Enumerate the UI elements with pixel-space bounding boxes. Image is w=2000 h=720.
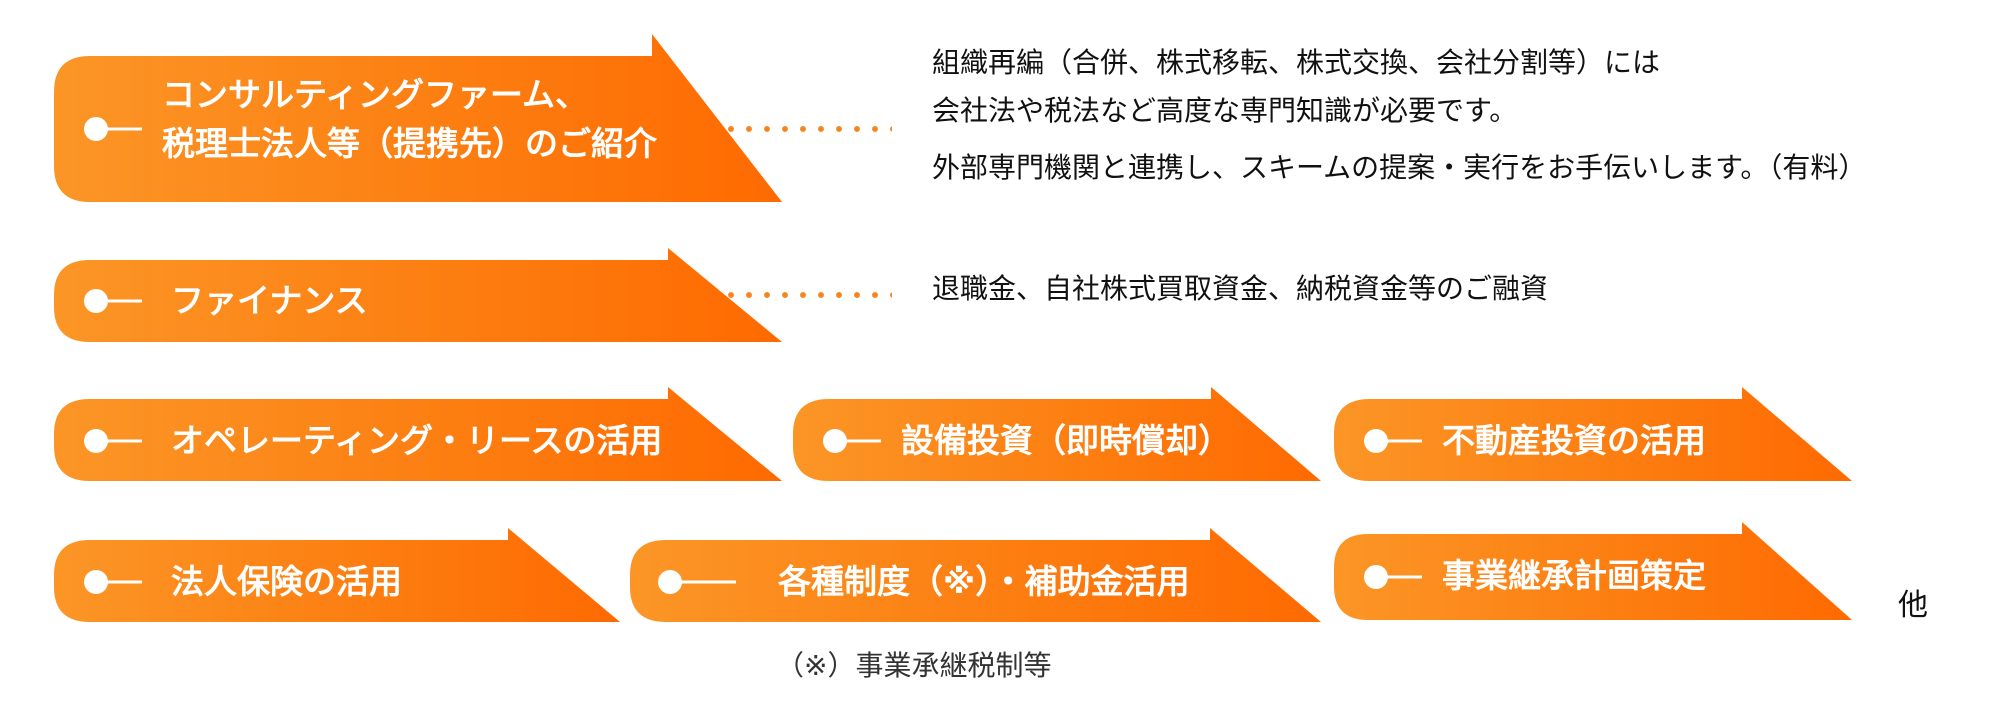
- description-consulting-line1: 組織再編（合併、株式移転、株式交換、会社分割等）には: [932, 46, 1661, 79]
- service-pill-succession-plan[interactable]: 事業継承計画策定: [1334, 522, 1854, 622]
- pill-shape: [793, 387, 1321, 481]
- service-label-consulting-line1: コンサルティングファーム、: [162, 75, 589, 114]
- pill-shape: [54, 528, 620, 622]
- pill-shape: [630, 528, 1321, 622]
- service-pill-real-estate[interactable]: 不動産投資の活用: [1334, 387, 1854, 483]
- service-pill-operating-lease[interactable]: オペレーティング・リースの活用: [54, 387, 784, 483]
- pill-shape: [54, 248, 782, 342]
- other-label: 他: [1898, 588, 1928, 623]
- service-label-consulting-line2: 税理士法人等（提携先）のご紹介: [162, 124, 657, 163]
- service-label-corporate-insurance: 法人保険の活用: [171, 562, 402, 601]
- service-label-finance: ファイナンス: [171, 281, 368, 320]
- service-label-subsidies: 各種制度（※）・補助金活用: [778, 562, 1190, 601]
- service-pill-consulting[interactable]: コンサルティングファーム、 税理士法人等（提携先）のご紹介: [54, 34, 784, 204]
- dotted-connector-consulting: [722, 126, 892, 132]
- service-pill-finance[interactable]: ファイナンス: [54, 248, 784, 344]
- service-label-operating-lease: オペレーティング・リースの活用: [171, 421, 663, 460]
- footnote: （※）事業承継税制等: [776, 649, 1052, 682]
- service-pill-capital-investment[interactable]: 設備投資（即時償却）: [793, 387, 1323, 483]
- pill-shape: [1334, 387, 1852, 481]
- service-label-succession-plan: 事業継承計画策定: [1442, 556, 1706, 595]
- service-label-capital-investment: 設備投資（即時償却）: [901, 421, 1231, 460]
- description-finance: 退職金、自社株式買取資金、納税資金等のご融資: [932, 272, 1549, 305]
- service-pill-subsidies[interactable]: 各種制度（※）・補助金活用: [630, 528, 1323, 624]
- dotted-connector-finance: [722, 292, 892, 298]
- pill-shape: [54, 387, 782, 481]
- description-consulting-line3: 外部専門機関と連携し、スキームの提案・実行をお手伝いします。（有料）: [932, 151, 1867, 184]
- pill-shape: [1334, 522, 1852, 620]
- description-consulting-line2: 会社法や税法など高度な専門知識が必要です。: [932, 94, 1518, 127]
- service-pill-corporate-insurance[interactable]: 法人保険の活用: [54, 528, 622, 624]
- service-label-real-estate: 不動産投資の活用: [1442, 421, 1706, 460]
- pill-shape: [54, 34, 782, 202]
